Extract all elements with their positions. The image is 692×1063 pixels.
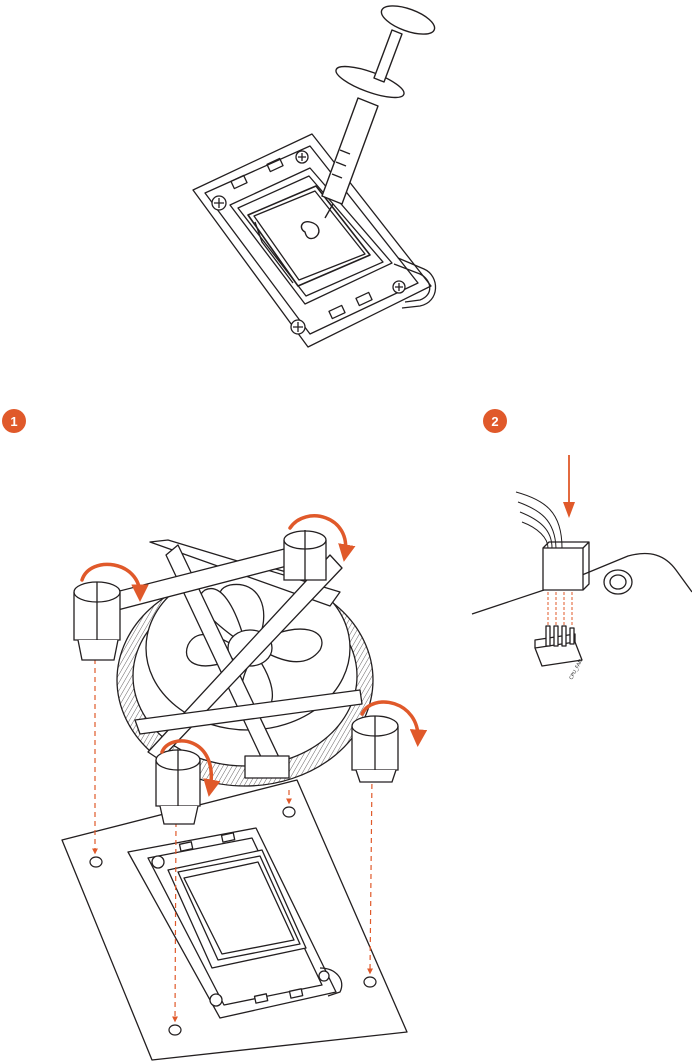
step-1-number: 1 — [10, 414, 17, 429]
header-pin-guides — [548, 592, 572, 626]
screw — [152, 856, 164, 868]
fan-plug — [543, 548, 583, 590]
mount-hole — [169, 1025, 181, 1035]
arrow-down-icon — [563, 455, 575, 518]
mount-hole — [364, 977, 376, 987]
step-2-number: 2 — [491, 414, 498, 429]
mount-hole — [283, 807, 295, 817]
push-pin — [74, 582, 120, 660]
cpu-cooler — [100, 540, 373, 786]
push-pin — [284, 530, 326, 580]
step-1-badge: 1 — [2, 409, 26, 433]
screw — [210, 994, 222, 1006]
socket-paste-illustration — [193, 134, 436, 347]
mount-hole — [90, 857, 102, 867]
fan-cable — [516, 492, 562, 548]
step-2-badge: 2 — [483, 409, 507, 433]
fan-connector-illustration — [472, 492, 692, 666]
push-pin — [156, 750, 200, 824]
push-pin — [352, 716, 398, 782]
screw — [319, 971, 329, 981]
thermal-paste-syringe — [322, 0, 438, 218]
